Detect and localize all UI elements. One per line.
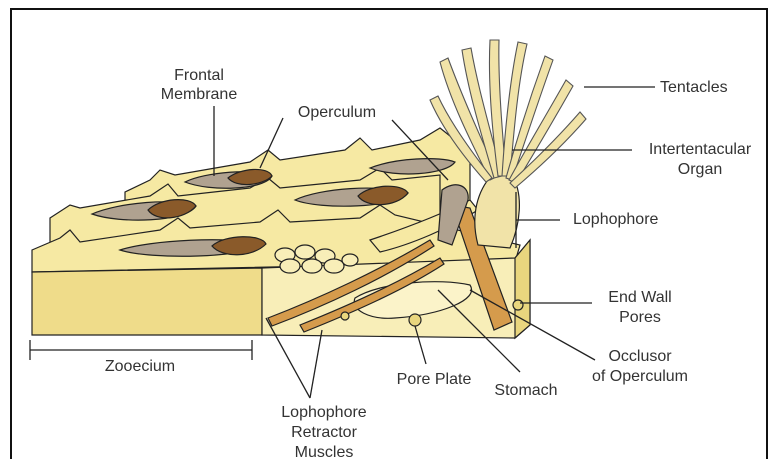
colony-illustration: [32, 40, 586, 338]
label-frontal-membrane-line2: Membrane: [161, 86, 238, 103]
zooid-front-face: [32, 268, 262, 335]
end-wall-pore: [513, 300, 523, 310]
pore-plate: [409, 314, 421, 326]
label-occlusor-line2: of Operculum: [592, 368, 688, 385]
label-tentacles: Tentacles: [660, 79, 728, 96]
label-retractor-line1: Lophophore: [281, 404, 367, 421]
label-intertentacular-line2: Organ: [678, 161, 722, 178]
label-intertentacular-line1: Intertentacular: [649, 141, 752, 158]
label-end-wall-pores-line1: End Wall: [608, 289, 671, 306]
label-operculum: Operculum: [298, 104, 376, 121]
label-retractor-line2: Retractor: [291, 424, 357, 441]
label-lophophore: Lophophore: [573, 211, 659, 228]
label-pore-plate: Pore Plate: [397, 371, 472, 388]
end-wall: [515, 240, 530, 338]
label-stomach: Stomach: [494, 382, 557, 399]
label-retractor-line3: Muscles: [295, 444, 354, 459]
label-end-wall-pores-line2: Pores: [619, 309, 661, 326]
label-zooecium: Zooecium: [105, 358, 175, 375]
label-frontal-membrane-line1: Frontal: [174, 67, 224, 84]
muscle-pore: [341, 312, 349, 320]
label-occlusor-line1: Occlusor: [608, 348, 672, 365]
